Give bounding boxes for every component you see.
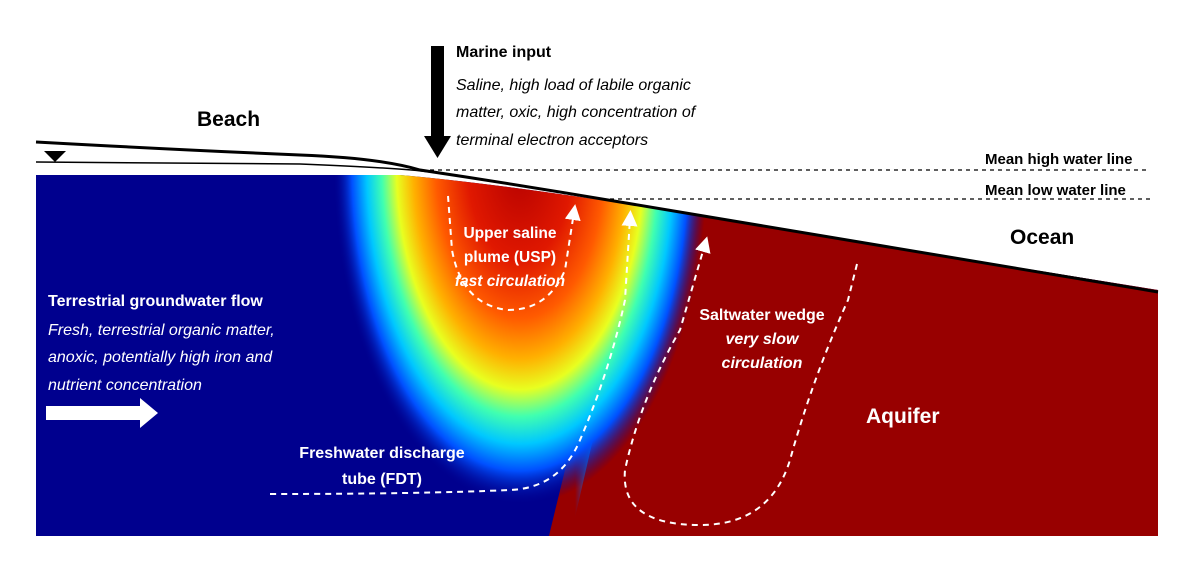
fdt-flow-arrow [269, 210, 638, 495]
usp-circulation-label: fast circulation [455, 273, 565, 290]
aquifer-label: Aquifer [866, 405, 940, 428]
water-table-line [35, 161, 431, 173]
usp-label: Upper saline [463, 225, 556, 242]
mean-low-water-label: Mean low water line [985, 182, 1126, 199]
beach-surface-line [35, 140, 1159, 294]
water-table-triangle-icon [44, 151, 66, 162]
wedge-circulation-label: circulation [722, 355, 803, 372]
marine-input-line: terminal electron acceptors [456, 132, 648, 149]
beach-label: Beach [197, 108, 260, 131]
right-arrow-icon [46, 398, 158, 428]
down-arrow-icon [424, 46, 451, 158]
wedge-flow-arrow [623, 236, 858, 527]
usp-label: plume (USP) [464, 249, 556, 266]
wedge-circulation-label: very slow [726, 331, 800, 348]
marine-input-line: Saline, high load of labile organic [456, 77, 691, 94]
usp-flow-arrow [447, 195, 581, 312]
wedge-label: Saltwater wedge [699, 307, 824, 324]
mean-high-water-label: Mean high water line [985, 151, 1133, 168]
fdt-label: tube (FDT) [342, 471, 422, 488]
terrestrial-line: nutrient concentration [48, 377, 202, 394]
terrestrial-title: Terrestrial groundwater flow [48, 293, 263, 310]
marine-input-title: Marine input [456, 44, 552, 61]
fdt-label: Freshwater discharge [299, 445, 465, 462]
terrestrial-line: Fresh, terrestrial organic matter, [48, 322, 275, 339]
terrestrial-line: anoxic, potentially high iron and [48, 349, 273, 366]
marine-input-line: matter, oxic, high concentration of [456, 104, 697, 121]
ocean-label: Ocean [1010, 226, 1074, 249]
